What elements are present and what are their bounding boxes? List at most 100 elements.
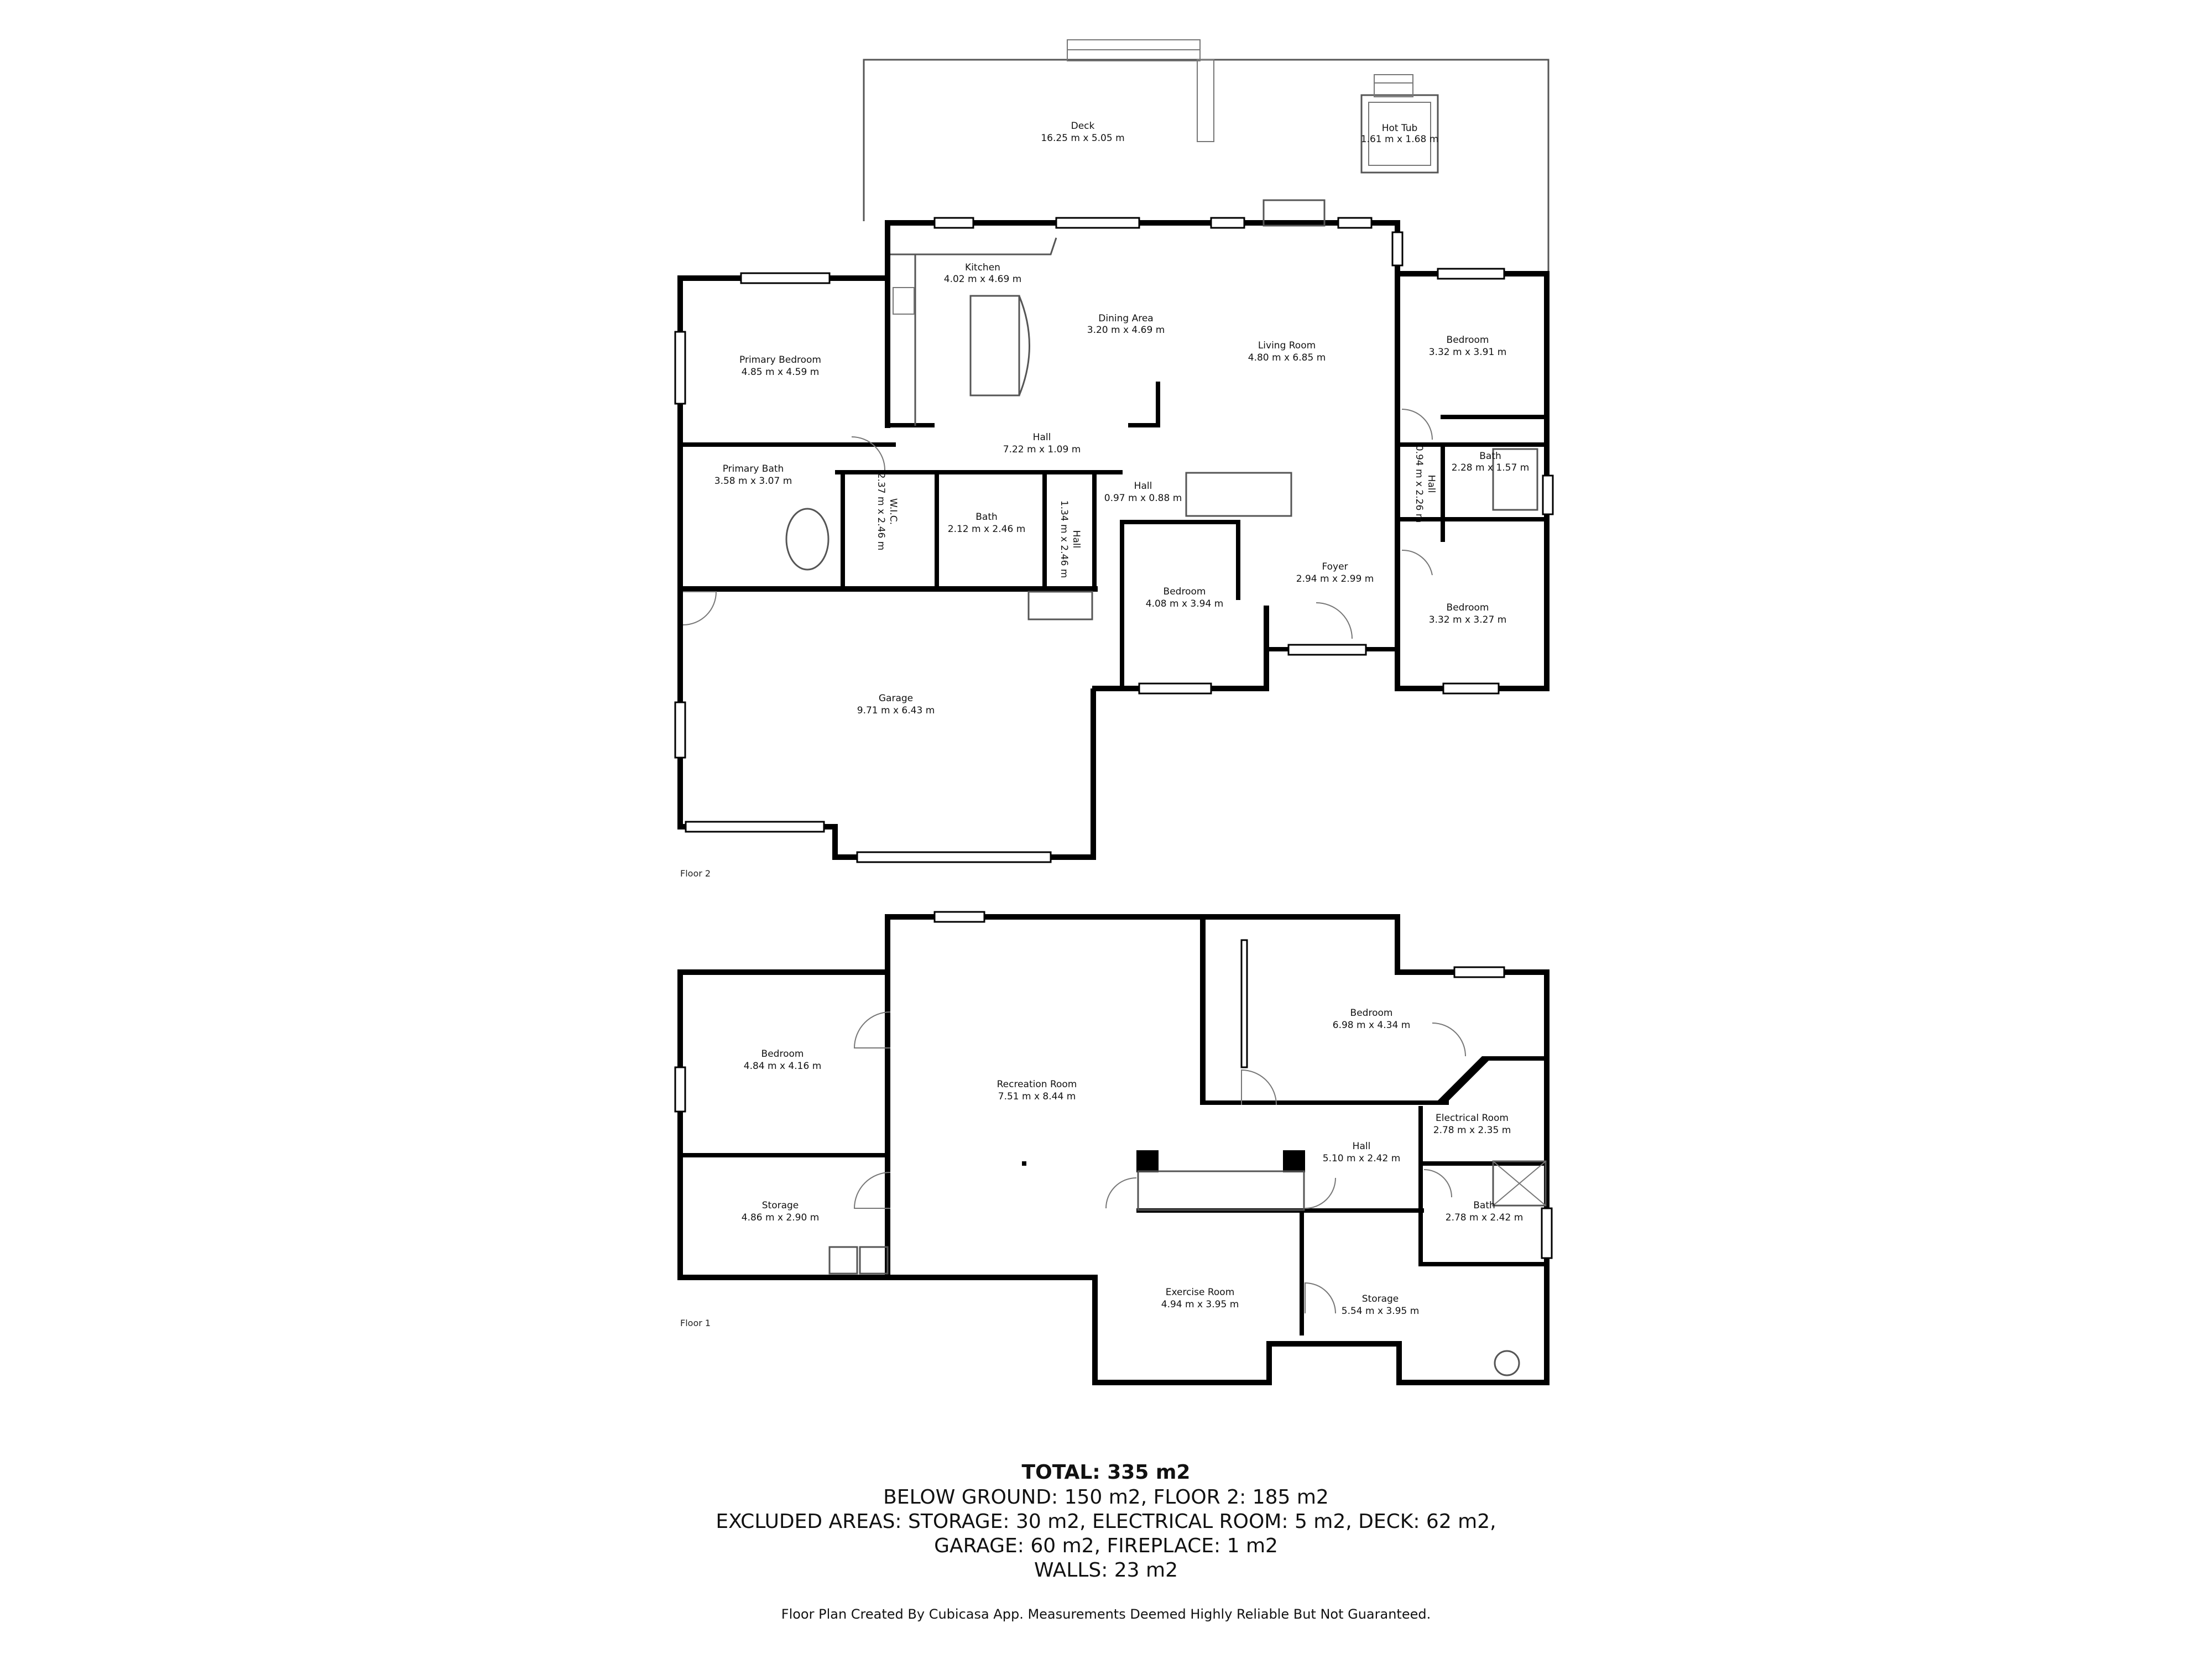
svg-text:Bedroom: Bedroom	[1350, 1008, 1393, 1019]
svg-text:Hot Tub: Hot Tub	[1382, 123, 1418, 134]
svg-text:2.12 m x 2.46 m: 2.12 m x 2.46 m	[948, 524, 1026, 535]
svg-text:5.10 m x 2.42 m: 5.10 m x 2.42 m	[1323, 1153, 1401, 1164]
summary-line-1: BELOW GROUND: 150 m2, FLOOR 2: 185 m2	[883, 1486, 1329, 1509]
floor-1-windows	[674, 911, 1553, 1259]
svg-text:Hall: Hall	[1033, 432, 1051, 443]
svg-text:Storage: Storage	[762, 1200, 799, 1211]
summary-line-2: EXCLUDED AREAS: STORAGE: 30 m2, ELECTRIC…	[716, 1510, 1496, 1533]
floor-1-fixtures	[828, 1011, 1547, 1376]
svg-text:Hall: Hall	[1134, 481, 1152, 492]
svg-text:Electrical Room: Electrical Room	[1436, 1113, 1509, 1124]
svg-text:Bath: Bath	[975, 512, 998, 523]
svg-text:Bath: Bath	[1479, 451, 1501, 462]
svg-text:1.61 m x 1.68 m: 1.61 m x 1.68 m	[1361, 134, 1439, 145]
svg-text:Primary Bedroom: Primary Bedroom	[739, 354, 821, 366]
svg-text:Living Room: Living Room	[1258, 340, 1316, 351]
svg-text:4.94 m x 3.95 m: 4.94 m x 3.95 m	[1161, 1299, 1239, 1310]
svg-text:Bedroom: Bedroom	[761, 1048, 804, 1060]
summary-line-3: GARAGE: 60 m2, FIREPLACE: 1 m2	[934, 1535, 1278, 1557]
svg-text:Recreation Room: Recreation Room	[997, 1079, 1077, 1090]
svg-text:16.25 m x 5.05 m: 16.25 m x 5.05 m	[1041, 133, 1124, 144]
svg-text:Storage: Storage	[1362, 1293, 1399, 1305]
svg-text:Bedroom: Bedroom	[1447, 335, 1489, 346]
svg-text:Kitchen: Kitchen	[965, 262, 1000, 273]
svg-text:Deck: Deck	[1071, 121, 1095, 132]
svg-text:Bedroom: Bedroom	[1447, 602, 1489, 613]
floor-1-plan	[674, 911, 1553, 1385]
svg-text:6.98 m x 4.34 m: 6.98 m x 4.34 m	[1333, 1020, 1411, 1031]
floor-1-label: Floor 1	[680, 1318, 711, 1328]
svg-text:3.58 m x 3.07 m: 3.58 m x 3.07 m	[714, 476, 792, 487]
svg-text:2.28 m x 1.57 m: 2.28 m x 1.57 m	[1452, 462, 1530, 473]
area-summary: TOTAL: 335 m2 BELOW GROUND: 150 m2, FLOO…	[0, 1460, 2212, 1583]
svg-text:Dining Area: Dining Area	[1098, 313, 1153, 324]
floor-2-windows	[674, 217, 1554, 863]
svg-text:0.94 m x 2.26 m: 0.94 m x 2.26 m	[1413, 445, 1425, 523]
floor-2-plan	[674, 39, 1554, 863]
svg-text:1.34 m x 2.46 m: 1.34 m x 2.46 m	[1058, 500, 1070, 578]
svg-text:7.51 m x 8.44 m: 7.51 m x 8.44 m	[998, 1091, 1076, 1102]
svg-text:4.02 m x 4.69 m: 4.02 m x 4.69 m	[944, 274, 1022, 285]
svg-text:4.86 m x 2.90 m: 4.86 m x 2.90 m	[742, 1212, 820, 1223]
svg-text:7.22 m x 1.09 m: 7.22 m x 1.09 m	[1003, 444, 1081, 455]
floor-2-fixtures	[682, 199, 1538, 639]
svg-text:4.85 m x 4.59 m: 4.85 m x 4.59 m	[742, 367, 820, 378]
deck-outline	[863, 39, 1550, 271]
svg-text:2.37 m x 2.46 m: 2.37 m x 2.46 m	[875, 473, 886, 551]
footer-disclaimer: Floor Plan Created By Cubicasa App. Meas…	[781, 1606, 1431, 1622]
svg-text:3.20 m x 4.69 m: 3.20 m x 4.69 m	[1087, 325, 1165, 336]
svg-text:Hall: Hall	[1071, 530, 1082, 549]
summary-line-4: WALLS: 23 m2	[1034, 1559, 1178, 1582]
svg-text:Bedroom: Bedroom	[1164, 586, 1206, 597]
svg-text:3.32 m x 3.27 m: 3.32 m x 3.27 m	[1429, 614, 1507, 625]
svg-text:Exercise Room: Exercise Room	[1166, 1287, 1235, 1298]
floor-2-label: Floor 2	[680, 868, 711, 879]
svg-text:9.71 m x 6.43 m: 9.71 m x 6.43 m	[857, 705, 935, 716]
svg-text:Garage: Garage	[879, 693, 913, 704]
svg-text:Hall: Hall	[1426, 475, 1437, 493]
svg-text:0.97 m x 0.88 m: 0.97 m x 0.88 m	[1104, 493, 1182, 504]
svg-text:Foyer: Foyer	[1322, 561, 1348, 572]
svg-text:Bath: Bath	[1473, 1200, 1495, 1211]
svg-text:4.80 m x 6.85 m: 4.80 m x 6.85 m	[1248, 352, 1326, 363]
svg-text:2.78 m x 2.35 m: 2.78 m x 2.35 m	[1433, 1125, 1511, 1136]
svg-text:4.08 m x 3.94 m: 4.08 m x 3.94 m	[1146, 598, 1224, 609]
svg-text:4.84 m x 4.16 m: 4.84 m x 4.16 m	[744, 1061, 822, 1072]
svg-text:Hall: Hall	[1353, 1141, 1371, 1152]
svg-text:5.54 m x 3.95 m: 5.54 m x 3.95 m	[1342, 1306, 1420, 1317]
svg-text:W.I.C.: W.I.C.	[888, 498, 899, 525]
svg-text:2.78 m x 2.42 m: 2.78 m x 2.42 m	[1446, 1212, 1524, 1223]
svg-text:Primary Bath: Primary Bath	[723, 463, 784, 474]
room-wic: W.I.C.2.37 m x 2.46 m	[875, 473, 899, 551]
total-area: TOTAL: 335 m2	[1021, 1461, 1191, 1484]
room-primary-bath: Primary Bath 3.58 m x 3.07 m	[714, 463, 792, 487]
svg-text:3.32 m x 3.91 m: 3.32 m x 3.91 m	[1429, 347, 1507, 358]
